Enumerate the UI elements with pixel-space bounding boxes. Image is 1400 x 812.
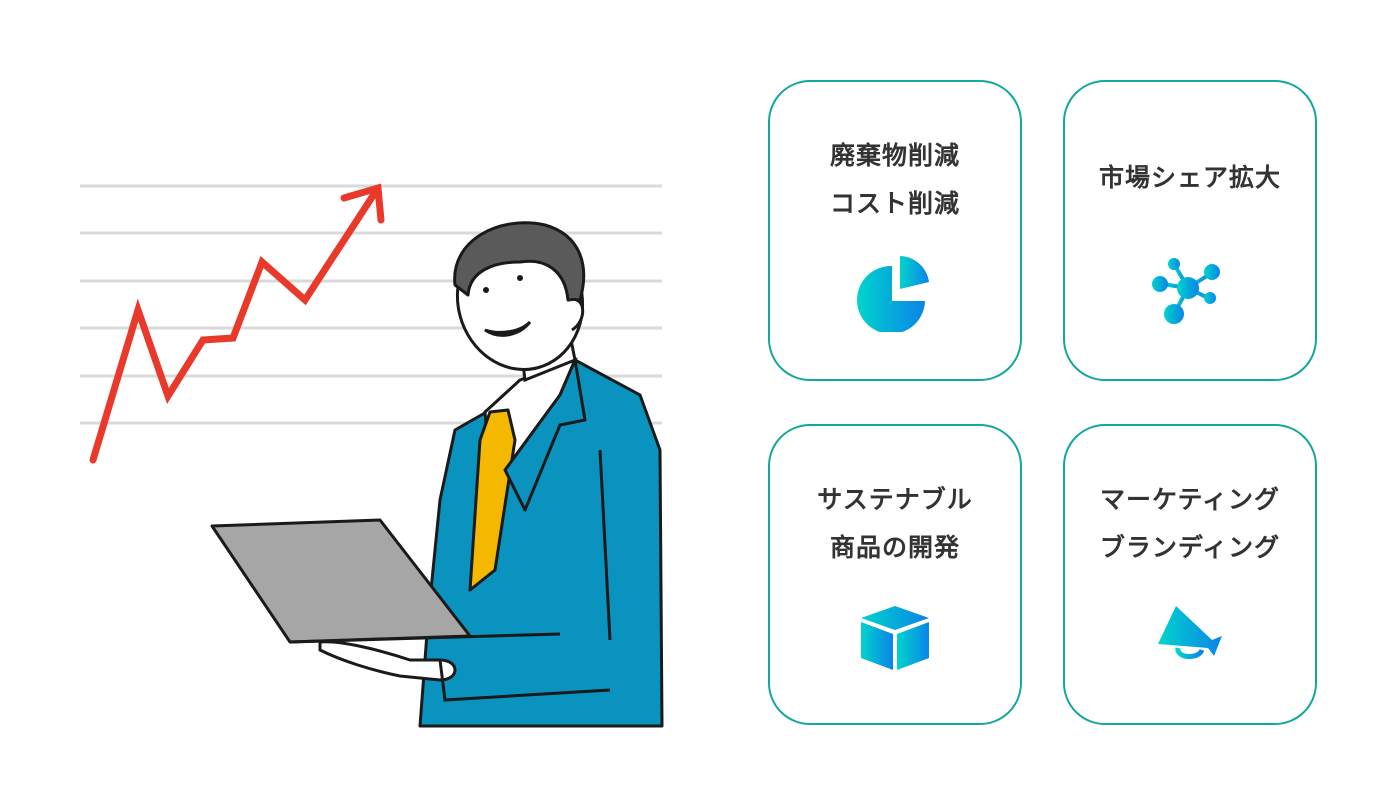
megaphone-icon [1158,606,1222,659]
rising-chart-icon [80,183,664,728]
card-title: マーケティング ブランディング [1099,485,1281,562]
card-market-share-expansion: 市場シェア拡大 [1063,80,1317,381]
card-marketing-branding: マーケティング ブランディング [1063,424,1317,725]
card-waste-cost-reduction: 廃棄物削減 コスト削減 [768,80,1022,381]
businessman-illustration [0,0,700,808]
pie-chart-icon [857,256,929,332]
card-sustainable-product-development: サステナブル 商品の開発 [768,424,1022,725]
card-title: 市場シェア拡大 [1098,163,1281,192]
card-title: サステナブル 商品の開発 [817,485,973,562]
cube-icon [861,606,929,670]
network-nodes-icon [1152,258,1220,324]
card-title: 廃棄物削減 コスト削減 [829,141,960,218]
